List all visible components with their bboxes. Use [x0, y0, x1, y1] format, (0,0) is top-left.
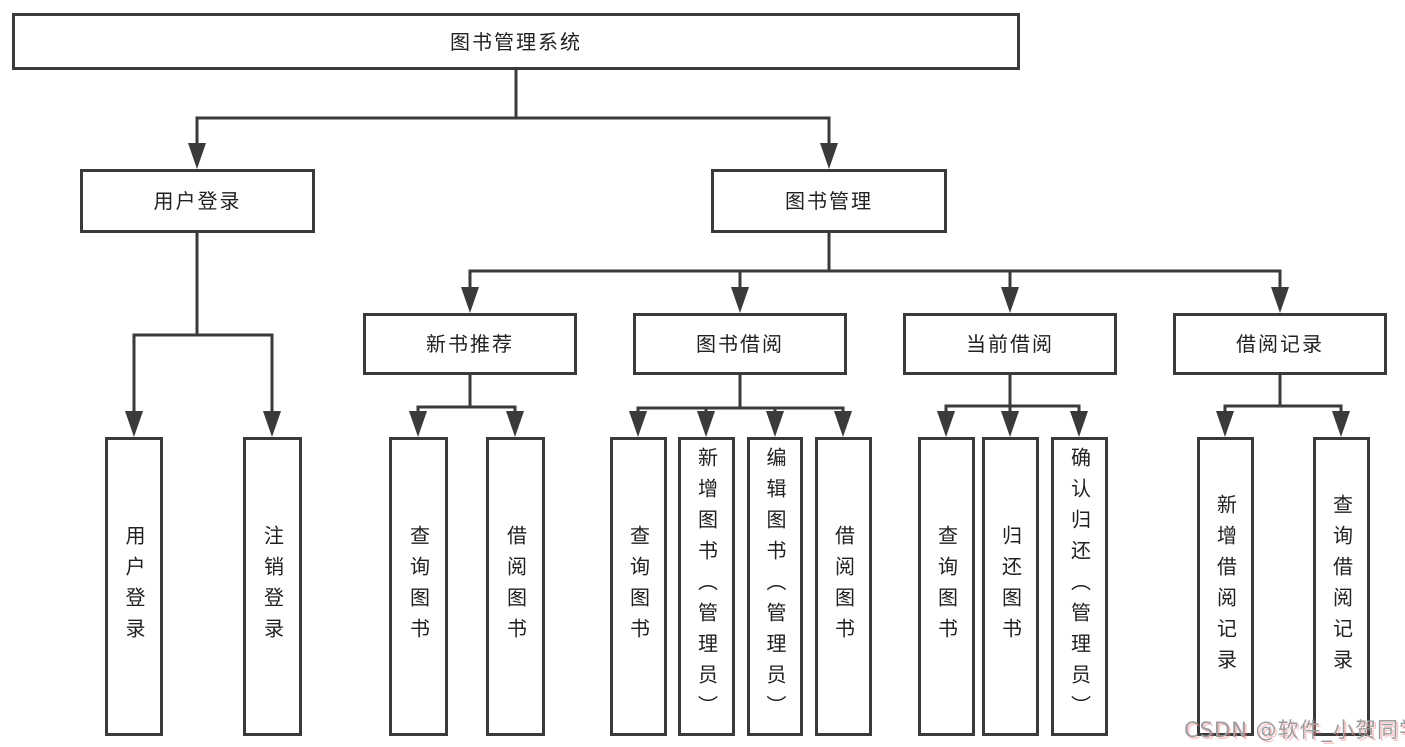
node-new-book-recommend: 新书推荐	[363, 313, 577, 375]
arrowhead-icon	[731, 287, 749, 313]
node-label: 图书借阅	[696, 332, 784, 356]
node-label: 查询图书	[934, 524, 959, 649]
arrowhead-icon	[697, 411, 715, 437]
arrowhead-icon	[409, 411, 427, 437]
arrowhead-icon	[1070, 411, 1088, 437]
node-logout-leaf: 注销登录	[243, 437, 302, 736]
arrowhead-icon	[820, 143, 838, 169]
node-label: 查询借阅记录	[1329, 493, 1354, 680]
arrowhead-icon	[834, 411, 852, 437]
node-borrow-books-recommend: 借阅图书	[486, 437, 545, 736]
arrowhead-icon	[188, 143, 206, 169]
node-root: 图书管理系统	[12, 13, 1020, 70]
arrowhead-icon	[766, 411, 784, 437]
node-label: 用户登录	[122, 524, 146, 649]
node-borrowing-records: 借阅记录	[1173, 313, 1387, 375]
arrowhead-icon	[461, 287, 479, 313]
arrowhead-icon	[629, 411, 647, 437]
node-book-management: 图书管理	[711, 169, 947, 233]
node-label: 确认归还（管理员）	[1067, 447, 1092, 726]
node-label: 归还图书	[998, 524, 1023, 649]
node-label: 新书推荐	[426, 332, 514, 356]
node-query-books-borrowing: 查询图书	[610, 437, 667, 736]
node-add-borrow-record: 新增借阅记录	[1197, 437, 1254, 736]
node-query-books-recommend: 查询图书	[389, 437, 448, 736]
node-user-login: 用户登录	[80, 169, 315, 233]
node-label: 新增借阅记录	[1213, 493, 1238, 680]
node-label: 注销登录	[260, 524, 285, 649]
arrowhead-icon	[937, 411, 955, 437]
node-return-books: 归还图书	[982, 437, 1039, 736]
node-query-borrow-record: 查询借阅记录	[1313, 437, 1370, 736]
node-current-borrowing: 当前借阅	[903, 313, 1117, 375]
node-label: 图书管理系统	[450, 29, 582, 54]
arrowhead-icon	[506, 411, 524, 437]
arrowhead-icon	[263, 411, 281, 437]
node-query-books-current: 查询图书	[918, 437, 975, 736]
node-user-login-leaf: 用户登录	[105, 437, 163, 736]
node-confirm-return-admin: 确认归还（管理员）	[1051, 437, 1108, 736]
arrowhead-icon	[1332, 411, 1350, 437]
node-label: 查询图书	[626, 524, 651, 649]
node-book-borrowing: 图书借阅	[633, 313, 847, 375]
node-label: 编辑图书（管理员）	[763, 447, 787, 726]
arrowhead-icon	[1001, 411, 1019, 437]
arrowhead-icon	[1216, 411, 1234, 437]
arrowhead-icon	[125, 411, 143, 437]
node-label: 借阅图书	[503, 524, 528, 649]
node-label: 新增图书（管理员）	[694, 447, 719, 726]
node-label: 借阅图书	[831, 524, 856, 649]
arrowhead-icon	[1271, 287, 1289, 313]
node-label: 用户登录	[153, 189, 242, 213]
node-add-books-admin: 新增图书（管理员）	[678, 437, 735, 736]
node-label: 当前借阅	[966, 332, 1054, 356]
node-label: 查询图书	[406, 524, 431, 649]
node-borrow-books-borrowing: 借阅图书	[815, 437, 872, 736]
node-label: 图书管理	[785, 189, 873, 213]
node-label: 借阅记录	[1236, 332, 1324, 356]
arrowhead-icon	[1001, 287, 1019, 313]
node-edit-books-admin: 编辑图书（管理员）	[747, 437, 803, 736]
